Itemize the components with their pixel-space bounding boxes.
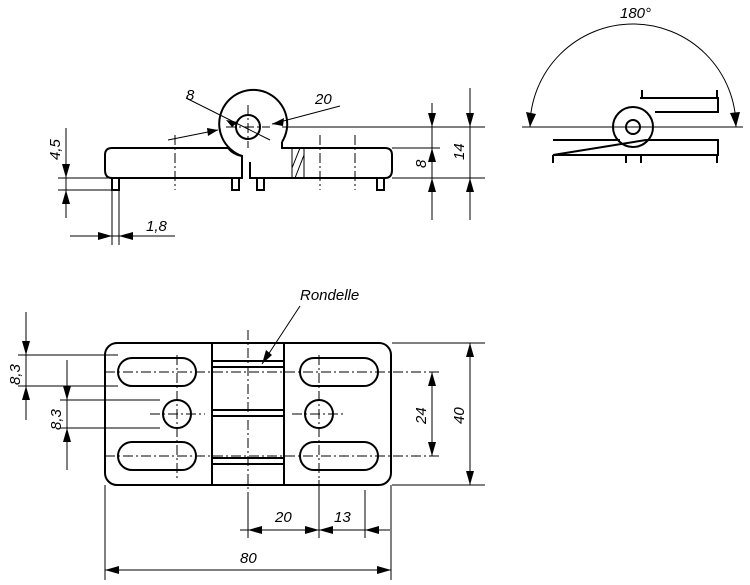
side-knuckle [218,88,289,157]
open-view: 180° [522,5,743,163]
side-pin-1 [111,177,120,191]
dim-total-height: 14 [451,143,468,160]
dim-hole-center: 20 [274,509,292,526]
side-view: 8 20 8 14 4,5 1,8 [47,87,485,245]
open-pin [625,119,641,135]
dim-rotation-angle: 180° [620,5,651,22]
open-knuckle [612,106,654,148]
dim-pin-length: 4,5 [47,138,64,160]
washer-section [291,147,305,179]
side-plate-outline [104,147,243,179]
dim-knuckle-diameter: 20 [314,91,332,108]
dim-slot-pitch-b: 8,3 [48,408,65,430]
plan-view: Rondelle 8,3 8,3 24 40 [7,287,485,580]
dim-slot-pitch-a: 8,3 [7,363,24,385]
open-upper-leaf [640,97,719,113]
dim-pin-diameter: 8 [186,87,195,104]
side-pin-4 [376,177,385,191]
dim-hole-edge: 13 [334,509,351,526]
rotation-arc [529,23,737,128]
dim-total-length: 80 [240,550,257,567]
side-pin-2 [231,177,240,191]
side-plate-right [249,142,393,179]
dim-width: 40 [451,407,468,424]
dim-pin-offset: 1,8 [146,218,168,235]
dim-hole-spacing: 24 [413,407,430,425]
side-pin-3 [256,177,265,191]
dim-plate-height: 8 [413,159,430,168]
washer-label: Rondelle [300,287,359,304]
